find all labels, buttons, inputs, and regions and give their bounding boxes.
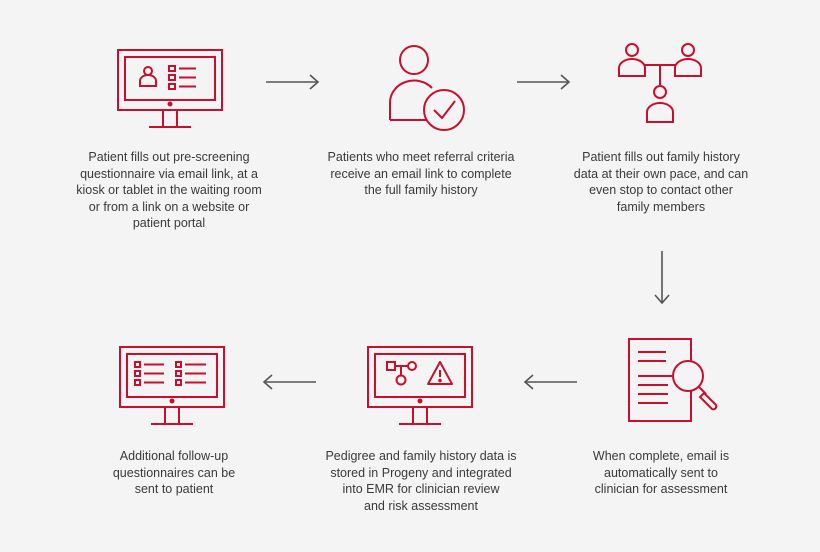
person-checkmark-icon [386, 42, 470, 134]
step-4-caption: When complete, email is automatically se… [556, 448, 766, 498]
arrow-left-icon [261, 374, 317, 390]
step-5-caption: Pedigree and family history data is stor… [316, 448, 526, 514]
arrow-down-icon [654, 250, 670, 306]
arrow-right-icon [265, 74, 321, 90]
arrow-right-icon [516, 74, 572, 90]
step-6-caption: Additional follow-up questionnaires can … [69, 448, 279, 498]
arrow-left-icon [522, 374, 578, 390]
document-magnifier-icon [626, 336, 730, 426]
caption-line: Pedigree and family history data is [325, 449, 517, 463]
caption-line: the full family history [364, 183, 478, 197]
step-2-caption: Patients who meet referral criteria rece… [316, 149, 526, 199]
caption-line: even stop to contact other [589, 183, 733, 197]
caption-line: Additional follow-up [119, 449, 229, 463]
caption-line: stored in Progeny and integrated [330, 465, 512, 480]
caption-line: sent to patient [134, 482, 214, 496]
caption-line: When complete, email is [592, 449, 730, 463]
monitor-form-icon [116, 48, 226, 130]
caption-line: Patients who meet referral criteria [327, 150, 515, 164]
caption-line: data at their own pace, and can [573, 166, 749, 181]
caption-line: kiosk or tablet in the waiting room [76, 183, 262, 197]
caption-line: automatically sent to [604, 465, 718, 480]
caption-line: questionnaire via email link, at a [80, 166, 258, 181]
caption-line: receive an email link to complete [330, 166, 512, 181]
caption-line: patient portal [132, 216, 206, 230]
caption-line: Patient fills out family history [582, 150, 740, 164]
caption-line: or from a link on a website or [88, 199, 250, 214]
family-tree-icon [614, 40, 706, 128]
step-1-caption: Patient fills out pre-screening question… [64, 149, 274, 232]
step-3-caption: Patient fills out family history data at… [556, 149, 766, 215]
caption-line: family members [616, 199, 706, 214]
caption-line: questionnaires can be [112, 465, 236, 480]
caption-line: clinician for assessment [594, 482, 728, 496]
caption-line: into EMR for clinician review [342, 482, 500, 496]
monitor-pedigree-warning-icon [366, 345, 476, 427]
caption-line: Patient fills out pre-screening [88, 150, 250, 164]
caption-line: and risk assessment [364, 498, 478, 513]
monitor-questionnaire-icon [118, 345, 228, 427]
